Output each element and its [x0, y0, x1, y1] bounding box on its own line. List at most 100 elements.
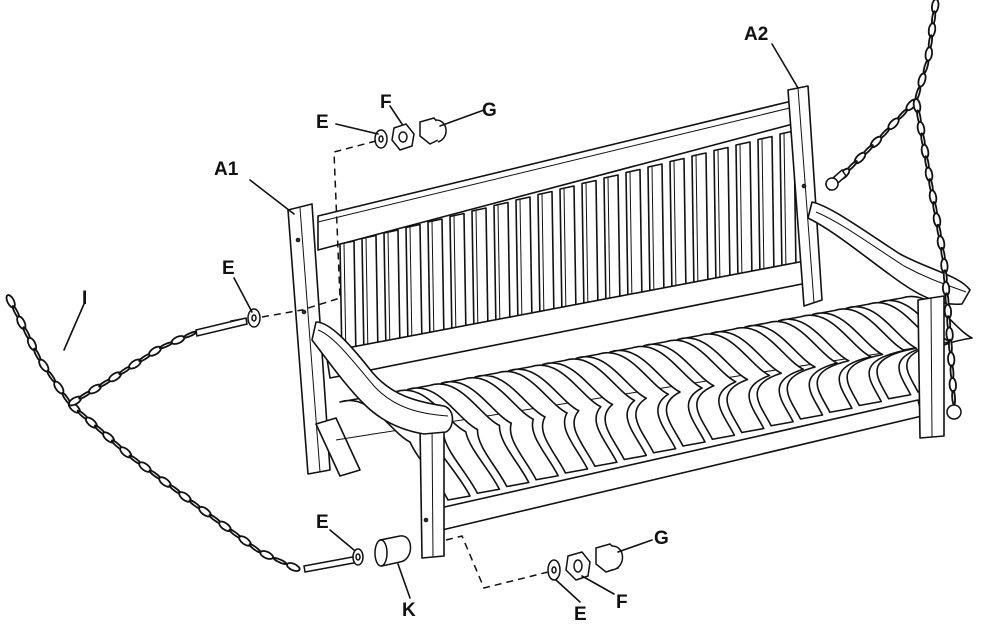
label-e-bottom-right: E — [574, 604, 587, 625]
back-slat — [515, 196, 533, 328]
seat-slat — [777, 314, 872, 414]
back-slat-edge — [783, 132, 787, 274]
label-k: K — [402, 600, 416, 621]
back-slat-edge — [497, 204, 501, 331]
seat-slat — [507, 364, 618, 468]
back-slat-edge — [453, 215, 457, 340]
back-slat-edge — [607, 176, 611, 309]
left-arm-rest — [311, 321, 454, 435]
chain-link — [948, 377, 957, 393]
chain-left-upper — [68, 330, 198, 407]
seat-slat — [642, 339, 737, 441]
chain-link — [947, 351, 956, 367]
back-slat — [559, 185, 577, 319]
back-slat-edge — [629, 171, 633, 304]
seat-slat — [609, 345, 706, 447]
chain-link — [917, 72, 927, 88]
back-slat — [669, 157, 687, 297]
seat-slat — [676, 333, 771, 434]
seat-slat — [710, 326, 805, 427]
washer-left-e — [247, 308, 261, 328]
chain-left — [5, 294, 301, 572]
back-slat-edge — [673, 160, 677, 296]
chain-link — [259, 550, 274, 560]
back-slat-edge — [761, 138, 765, 278]
back-slat-edge — [387, 231, 391, 353]
washer-bottom-left-e — [352, 548, 364, 566]
label-e-bottom-left: E — [316, 512, 329, 533]
back-slat — [537, 190, 555, 324]
chain-right-lower — [912, 98, 957, 406]
label-a2: A2 — [744, 24, 768, 45]
nut-top-f — [391, 123, 415, 151]
back-slat — [625, 168, 643, 306]
eye-bolt-right — [825, 168, 847, 192]
back-slat-edge — [585, 182, 589, 313]
label-e-left: E — [222, 258, 235, 279]
back-slat-edge — [717, 149, 721, 287]
back-slat — [691, 152, 709, 293]
seat-slat — [744, 320, 838, 420]
back-slat — [427, 218, 445, 346]
chain-link — [248, 543, 262, 554]
back-slat — [383, 229, 401, 355]
chain-link — [272, 557, 288, 565]
leader-lines — [63, 43, 799, 603]
seat-slat — [474, 370, 589, 474]
chain-link — [158, 341, 174, 350]
label-g-bottom: G — [654, 528, 669, 549]
back-slat — [647, 163, 665, 302]
back-slat-edge — [651, 165, 655, 300]
label-e-top: E — [316, 112, 329, 133]
back-slat — [405, 223, 423, 350]
left-back-post — [287, 203, 331, 475]
back-slat — [449, 212, 467, 341]
seat-slat — [541, 358, 648, 461]
right-arm-rest — [807, 201, 971, 439]
back-slat-edge — [695, 154, 699, 291]
chain-link — [951, 389, 956, 406]
seat-slat — [575, 351, 677, 454]
part-labels: A1 A2 E F G E I E K E F G — [82, 24, 768, 625]
back-slat — [361, 234, 379, 359]
label-f-bottom: F — [616, 592, 628, 613]
back-slat — [581, 179, 599, 315]
eye-bolt-lower — [303, 555, 360, 573]
assembly-guides — [261, 140, 549, 589]
cap-nut-bottom-g — [595, 543, 624, 573]
chain-link — [948, 338, 953, 355]
back-slat-edge — [563, 187, 567, 318]
chain-link — [286, 562, 301, 572]
eye-bolt-right-lower — [946, 404, 962, 420]
left-front-post — [419, 421, 445, 559]
chain-link — [922, 59, 930, 75]
label-f-top: F — [380, 92, 392, 113]
back-slat-edge — [365, 237, 369, 357]
washer-bottom-right-e — [547, 559, 561, 581]
label-i: I — [82, 288, 87, 309]
eye-bolt-upper — [195, 317, 248, 337]
back-slat — [713, 146, 731, 289]
back-slat — [735, 141, 753, 284]
back-slat-edge — [541, 193, 545, 322]
chain-link — [924, 46, 933, 62]
seat-slat — [440, 376, 559, 481]
back-slat — [471, 207, 489, 337]
seat-slat — [811, 308, 906, 407]
back-slat-edge — [409, 226, 413, 348]
label-g-top: G — [482, 100, 497, 121]
label-a1: A1 — [214, 159, 239, 180]
nut-bottom-f — [565, 551, 591, 581]
back-slat-edge — [431, 220, 435, 344]
back-slat-edge — [475, 209, 479, 335]
chain-link — [182, 330, 198, 339]
washer-top-e — [374, 129, 388, 149]
back-slat — [757, 135, 775, 280]
spacer-k — [374, 535, 412, 567]
back-slat-edge — [519, 198, 523, 326]
back-slat-edge — [739, 143, 743, 282]
chain-link — [170, 335, 186, 345]
back-slat — [493, 201, 511, 333]
